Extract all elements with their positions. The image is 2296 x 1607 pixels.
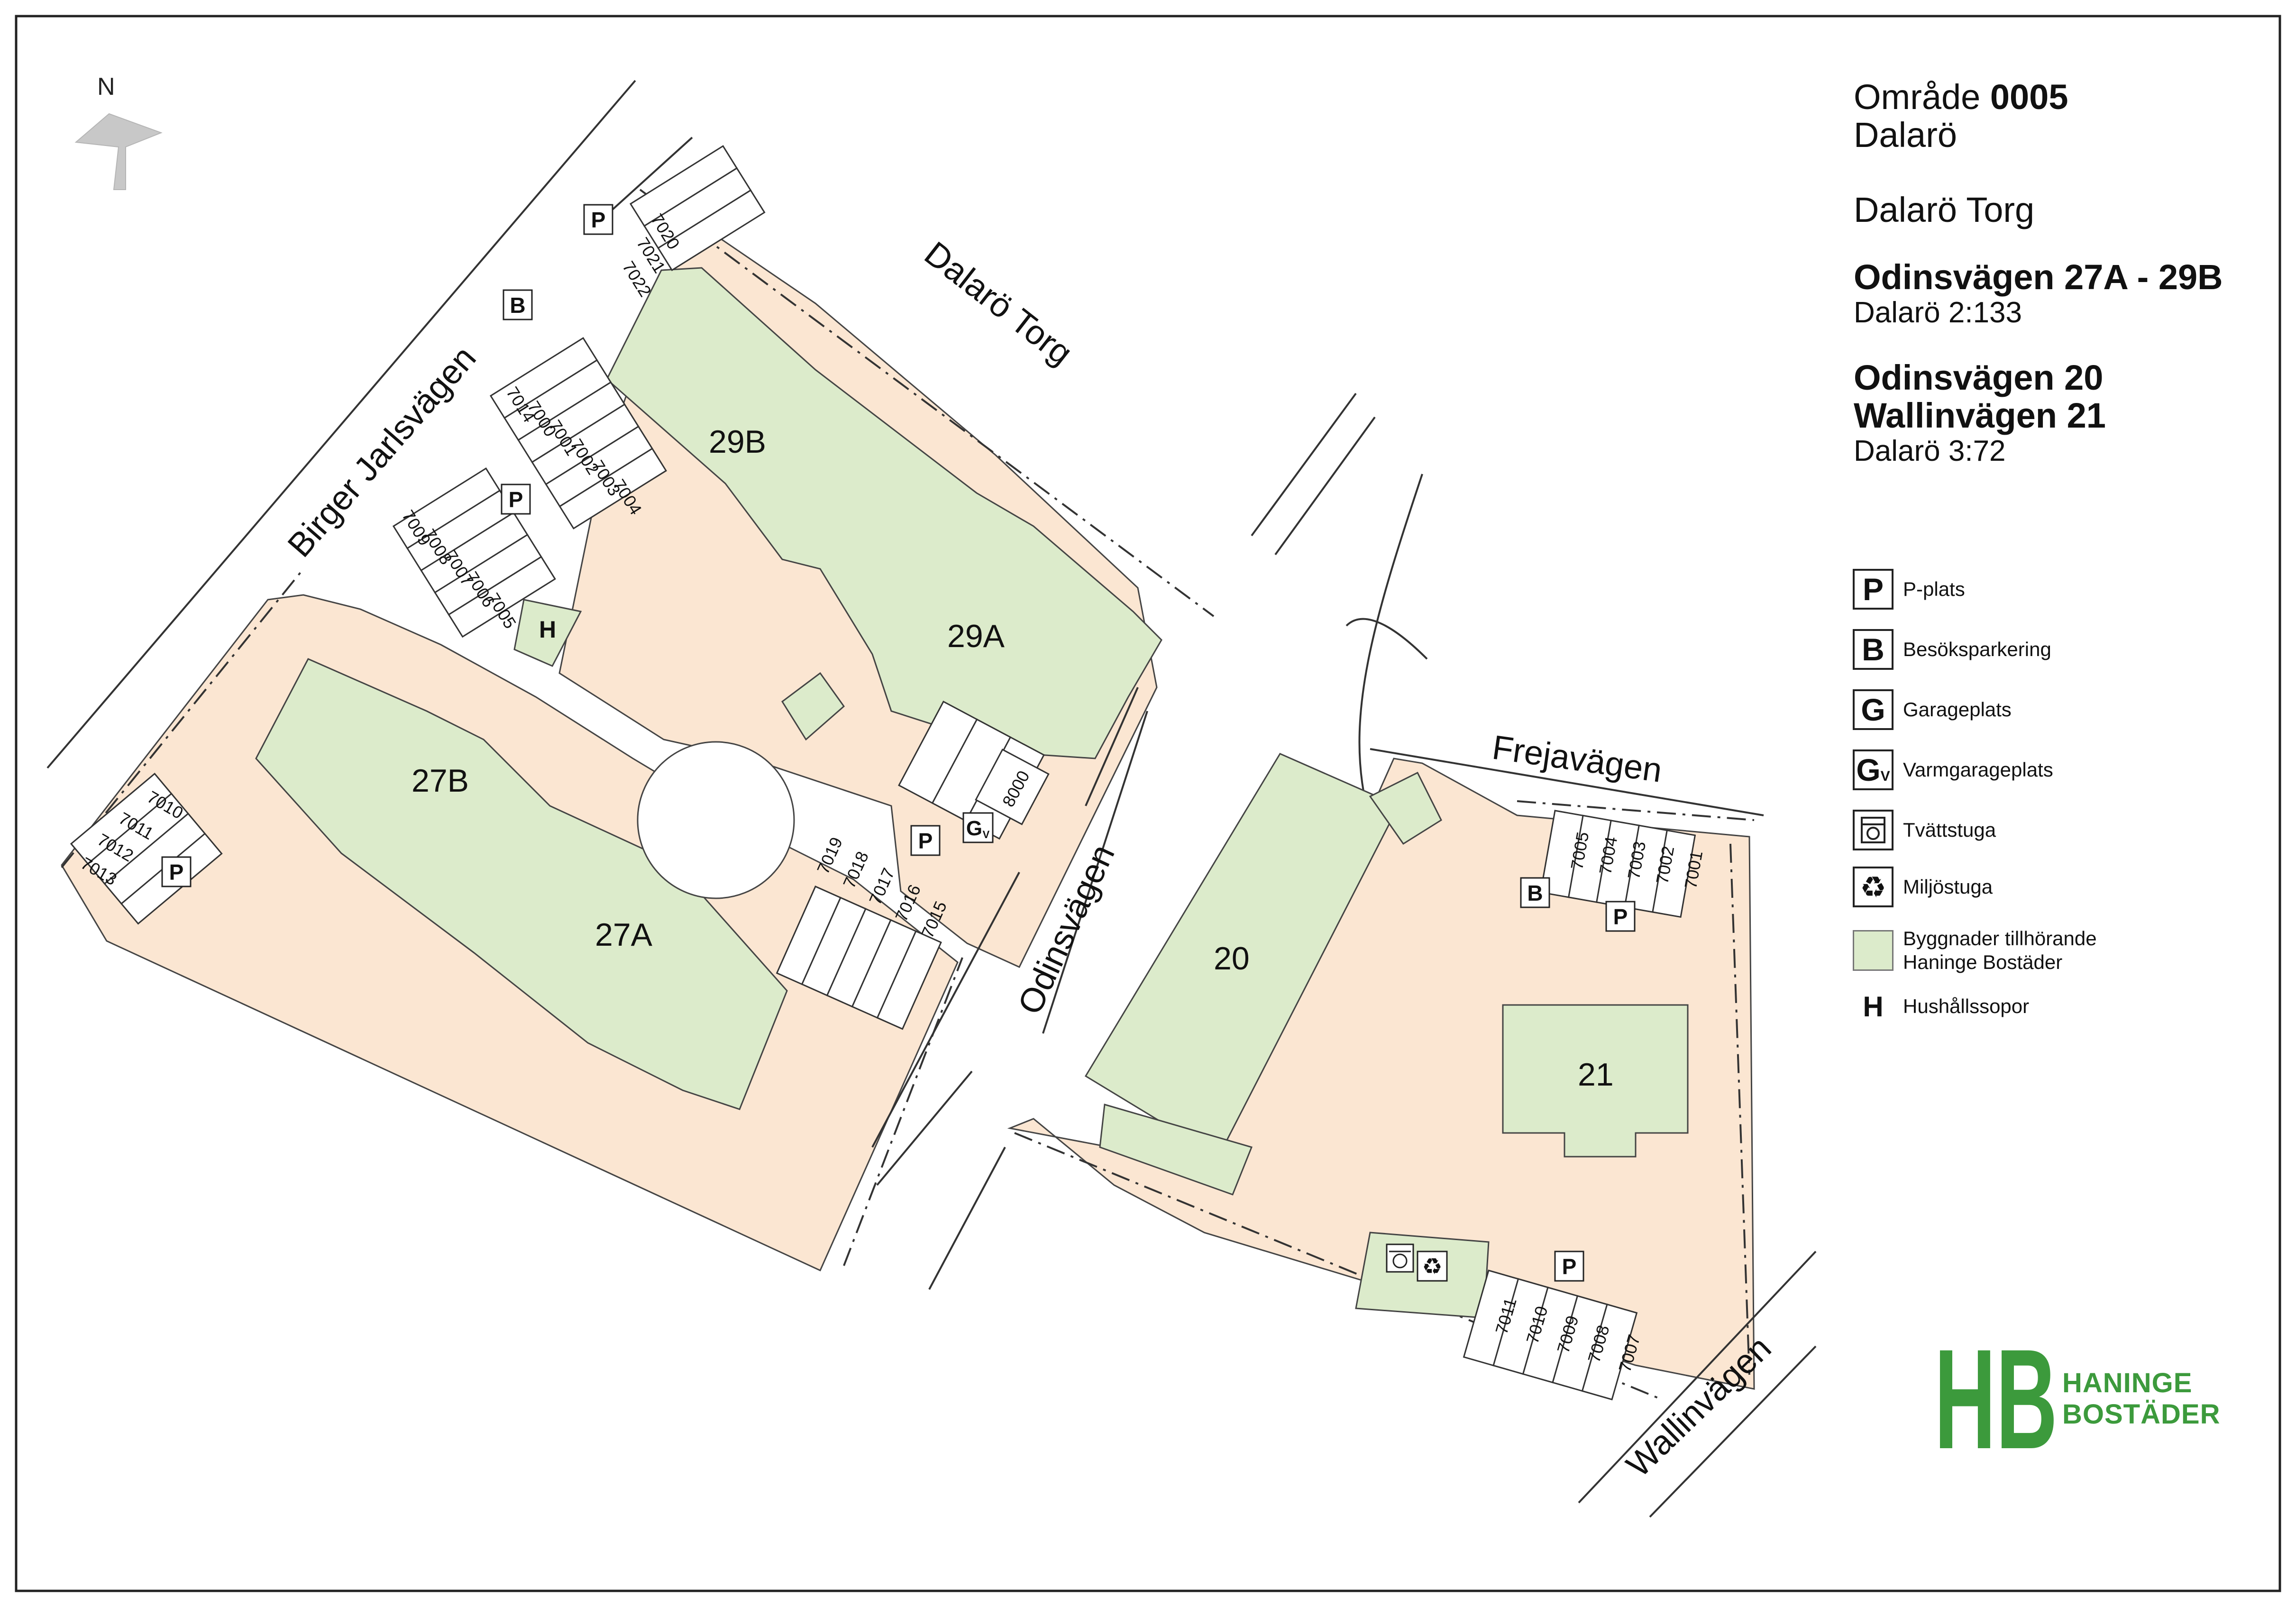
legend-laundry-text: Tvättstuga bbox=[1903, 819, 1996, 841]
property2-address-2: Wallinvägen 21 bbox=[1854, 396, 2106, 435]
small-building bbox=[781, 672, 845, 741]
legend-p-text: P-plats bbox=[1903, 578, 1965, 600]
building-27 bbox=[255, 658, 788, 1110]
legend-b-text: Besöksparkering bbox=[1903, 638, 2051, 660]
svg-text:G: G bbox=[966, 817, 982, 840]
spot-7018: 7018 bbox=[839, 849, 872, 891]
legend-g-text: Garageplats bbox=[1903, 698, 2012, 721]
svg-text:♻: ♻ bbox=[1422, 1254, 1442, 1279]
district: Dalarö bbox=[1854, 115, 1957, 155]
b-symbol-frej: B bbox=[1520, 877, 1550, 908]
parking-row-7009 bbox=[392, 467, 556, 638]
title-panel: Område 0005 Dalarö Dalarö Torg Odinsväge… bbox=[1854, 78, 2280, 468]
building-20-annex bbox=[1099, 1104, 1253, 1196]
parking-row-wallin bbox=[1463, 1269, 1638, 1401]
parking-row-top bbox=[629, 145, 766, 271]
p-symbol-court: P bbox=[501, 484, 531, 515]
street-label-dalaro-torg: Dalarö Torg bbox=[917, 235, 1079, 373]
frej-annex bbox=[1369, 771, 1442, 845]
street-label-frejavagen: Frejavägen bbox=[1490, 729, 1665, 790]
legend-row-laundry: Tvättstuga bbox=[1853, 810, 1996, 850]
building-label-29b: 29B bbox=[709, 424, 766, 460]
property2-parcel: Dalarö 3:72 bbox=[1854, 435, 2006, 467]
svg-text:HB: HB bbox=[1934, 1330, 2058, 1472]
b-symbol-top: B bbox=[503, 289, 533, 320]
svg-text:P: P bbox=[591, 208, 606, 232]
area-code: 0005 bbox=[1990, 77, 2068, 117]
svg-text:B: B bbox=[510, 293, 525, 318]
svg-text:H: H bbox=[539, 616, 556, 643]
logo-wordmark: HANINGE BOSTÄDER bbox=[2062, 1368, 2221, 1430]
svg-text:B: B bbox=[1527, 881, 1543, 905]
building-label-29a: 29A bbox=[947, 618, 1005, 654]
north-label: N bbox=[97, 73, 115, 100]
p-symbol-south: P bbox=[910, 825, 941, 856]
area-line: Område 0005 bbox=[1854, 78, 2280, 116]
laundry-icon bbox=[1386, 1243, 1414, 1273]
haninge-bostader-logo: HB HANINGE BOSTÄDER bbox=[1934, 1319, 2238, 1479]
property-boundary bbox=[61, 189, 1755, 1399]
legend-recycle-icon: ♻ bbox=[1853, 867, 1894, 907]
p-symbol-west: P bbox=[161, 856, 192, 887]
parking-row-7014 bbox=[489, 337, 667, 530]
legend-row-h: H Hushållssopor bbox=[1853, 986, 2029, 1027]
legend-row-g: G Garageplats bbox=[1853, 689, 2012, 730]
road-lines bbox=[46, 80, 1817, 1518]
property1-parcel: Dalarö 2:133 bbox=[1854, 296, 2022, 329]
building-label-27b: 27B bbox=[412, 763, 469, 799]
parking-rows bbox=[70, 145, 1696, 1401]
hb-logo-mark: HB bbox=[1934, 1319, 2058, 1479]
building-labels: 29B 29A 27B 27A 20 21 bbox=[412, 424, 1614, 1093]
spot-7017: 7017 bbox=[865, 865, 898, 908]
building-29 bbox=[606, 267, 1162, 759]
building-label-21: 21 bbox=[1578, 1057, 1614, 1093]
legend-gv-text: Varmgarageplats bbox=[1903, 758, 2053, 781]
property2-address-1: Odinsvägen 20 bbox=[1854, 358, 2104, 397]
legend-g-symbol: G bbox=[1853, 689, 1894, 730]
svg-text:V: V bbox=[983, 829, 990, 840]
h-building bbox=[513, 599, 582, 667]
property1-address: Odinsvägen 27A - 29B bbox=[1854, 257, 2223, 297]
legend-p-symbol: P bbox=[1853, 569, 1894, 610]
p-symbol-top: P bbox=[583, 204, 613, 235]
svg-text:P: P bbox=[169, 860, 184, 885]
building-label-27a: 27A bbox=[595, 917, 653, 953]
svg-text:P: P bbox=[509, 487, 523, 512]
legend-row-recycle: ♻ Miljöstuga bbox=[1853, 867, 1993, 907]
area-prefix: Område bbox=[1854, 77, 1981, 117]
spot-7019: 7019 bbox=[813, 834, 846, 877]
p-symbol-frej: P bbox=[1605, 901, 1636, 932]
building-label-20: 20 bbox=[1214, 940, 1250, 977]
svg-text:P: P bbox=[918, 829, 933, 853]
legend-laundry-icon bbox=[1853, 810, 1894, 850]
legend-h-symbol: H bbox=[1863, 990, 1884, 1023]
parking-row-7019 bbox=[776, 886, 942, 1030]
garage-8000 bbox=[975, 749, 1050, 825]
north-arrow: N bbox=[74, 73, 163, 190]
h-symbol: H bbox=[539, 616, 556, 643]
map-frame bbox=[15, 15, 2281, 1592]
legend-recycle-text: Miljöstuga bbox=[1903, 876, 1993, 898]
legend-row-p: P P-plats bbox=[1853, 569, 1965, 610]
legend-green-swatch bbox=[1853, 930, 1894, 971]
legend-h-text: Hushållssopor bbox=[1903, 995, 2030, 1017]
p-symbol-wallin: P bbox=[1554, 1251, 1584, 1282]
building-21 bbox=[1502, 1004, 1689, 1158]
recycle-icon: ♻ bbox=[1417, 1251, 1448, 1282]
square-name: Dalarö Torg bbox=[1854, 190, 2035, 229]
north-arrow-icon bbox=[74, 113, 163, 190]
svg-text:P: P bbox=[1613, 904, 1628, 929]
buildings bbox=[255, 267, 1689, 1319]
legend-b-symbol: B bbox=[1853, 629, 1894, 670]
roundabout bbox=[637, 741, 795, 899]
legend-row-b: B Besöksparkering bbox=[1853, 629, 2051, 670]
svg-text:P: P bbox=[1562, 1254, 1577, 1279]
